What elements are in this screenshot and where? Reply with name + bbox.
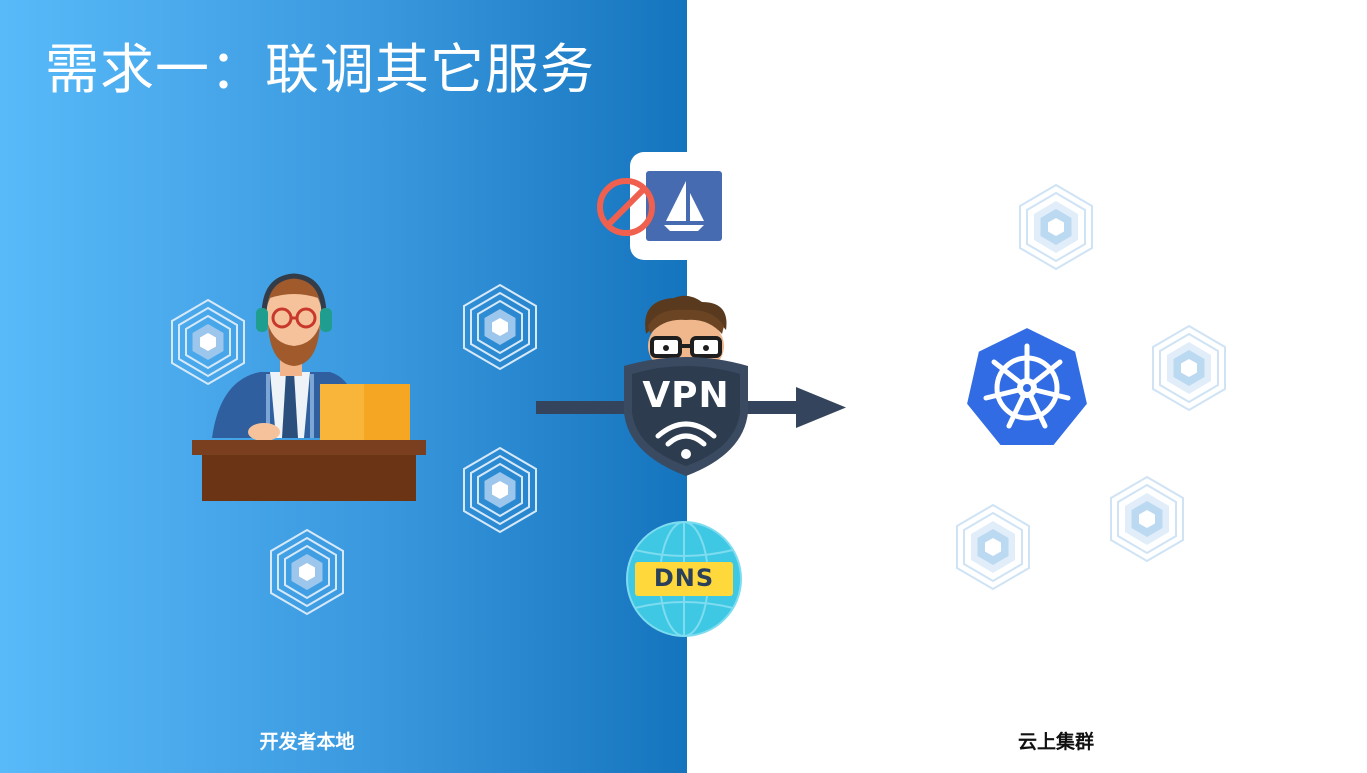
cloud-cluster-label: 云上集群 xyxy=(1017,731,1094,753)
hexagon-pod-icon xyxy=(171,298,245,386)
local-environment-label: 开发者本地 xyxy=(259,731,355,753)
hexagon-pod-icon xyxy=(1110,475,1184,563)
hexagon-pod-icon xyxy=(463,446,537,534)
vpn-badge-label: VPN xyxy=(642,375,730,416)
vpn-shield-icon xyxy=(624,295,748,476)
kubernetes-helm-icon xyxy=(965,326,1089,447)
dns-badge-label: DNS xyxy=(653,564,715,592)
hexagon-pod-icon xyxy=(463,283,537,371)
istio-sail-icon xyxy=(646,171,722,241)
slide-title: 需求一：联调其它服务 xyxy=(45,38,595,101)
hexagon-pod-icon xyxy=(270,528,344,616)
developer-at-laptop-icon xyxy=(192,273,426,501)
dns-globe-icon xyxy=(626,521,742,637)
prohibited-icon xyxy=(597,178,655,236)
hexagon-pod-icon xyxy=(1152,324,1226,412)
hexagon-pod-icon xyxy=(956,503,1030,591)
hexagon-pod-icon xyxy=(1019,183,1093,271)
